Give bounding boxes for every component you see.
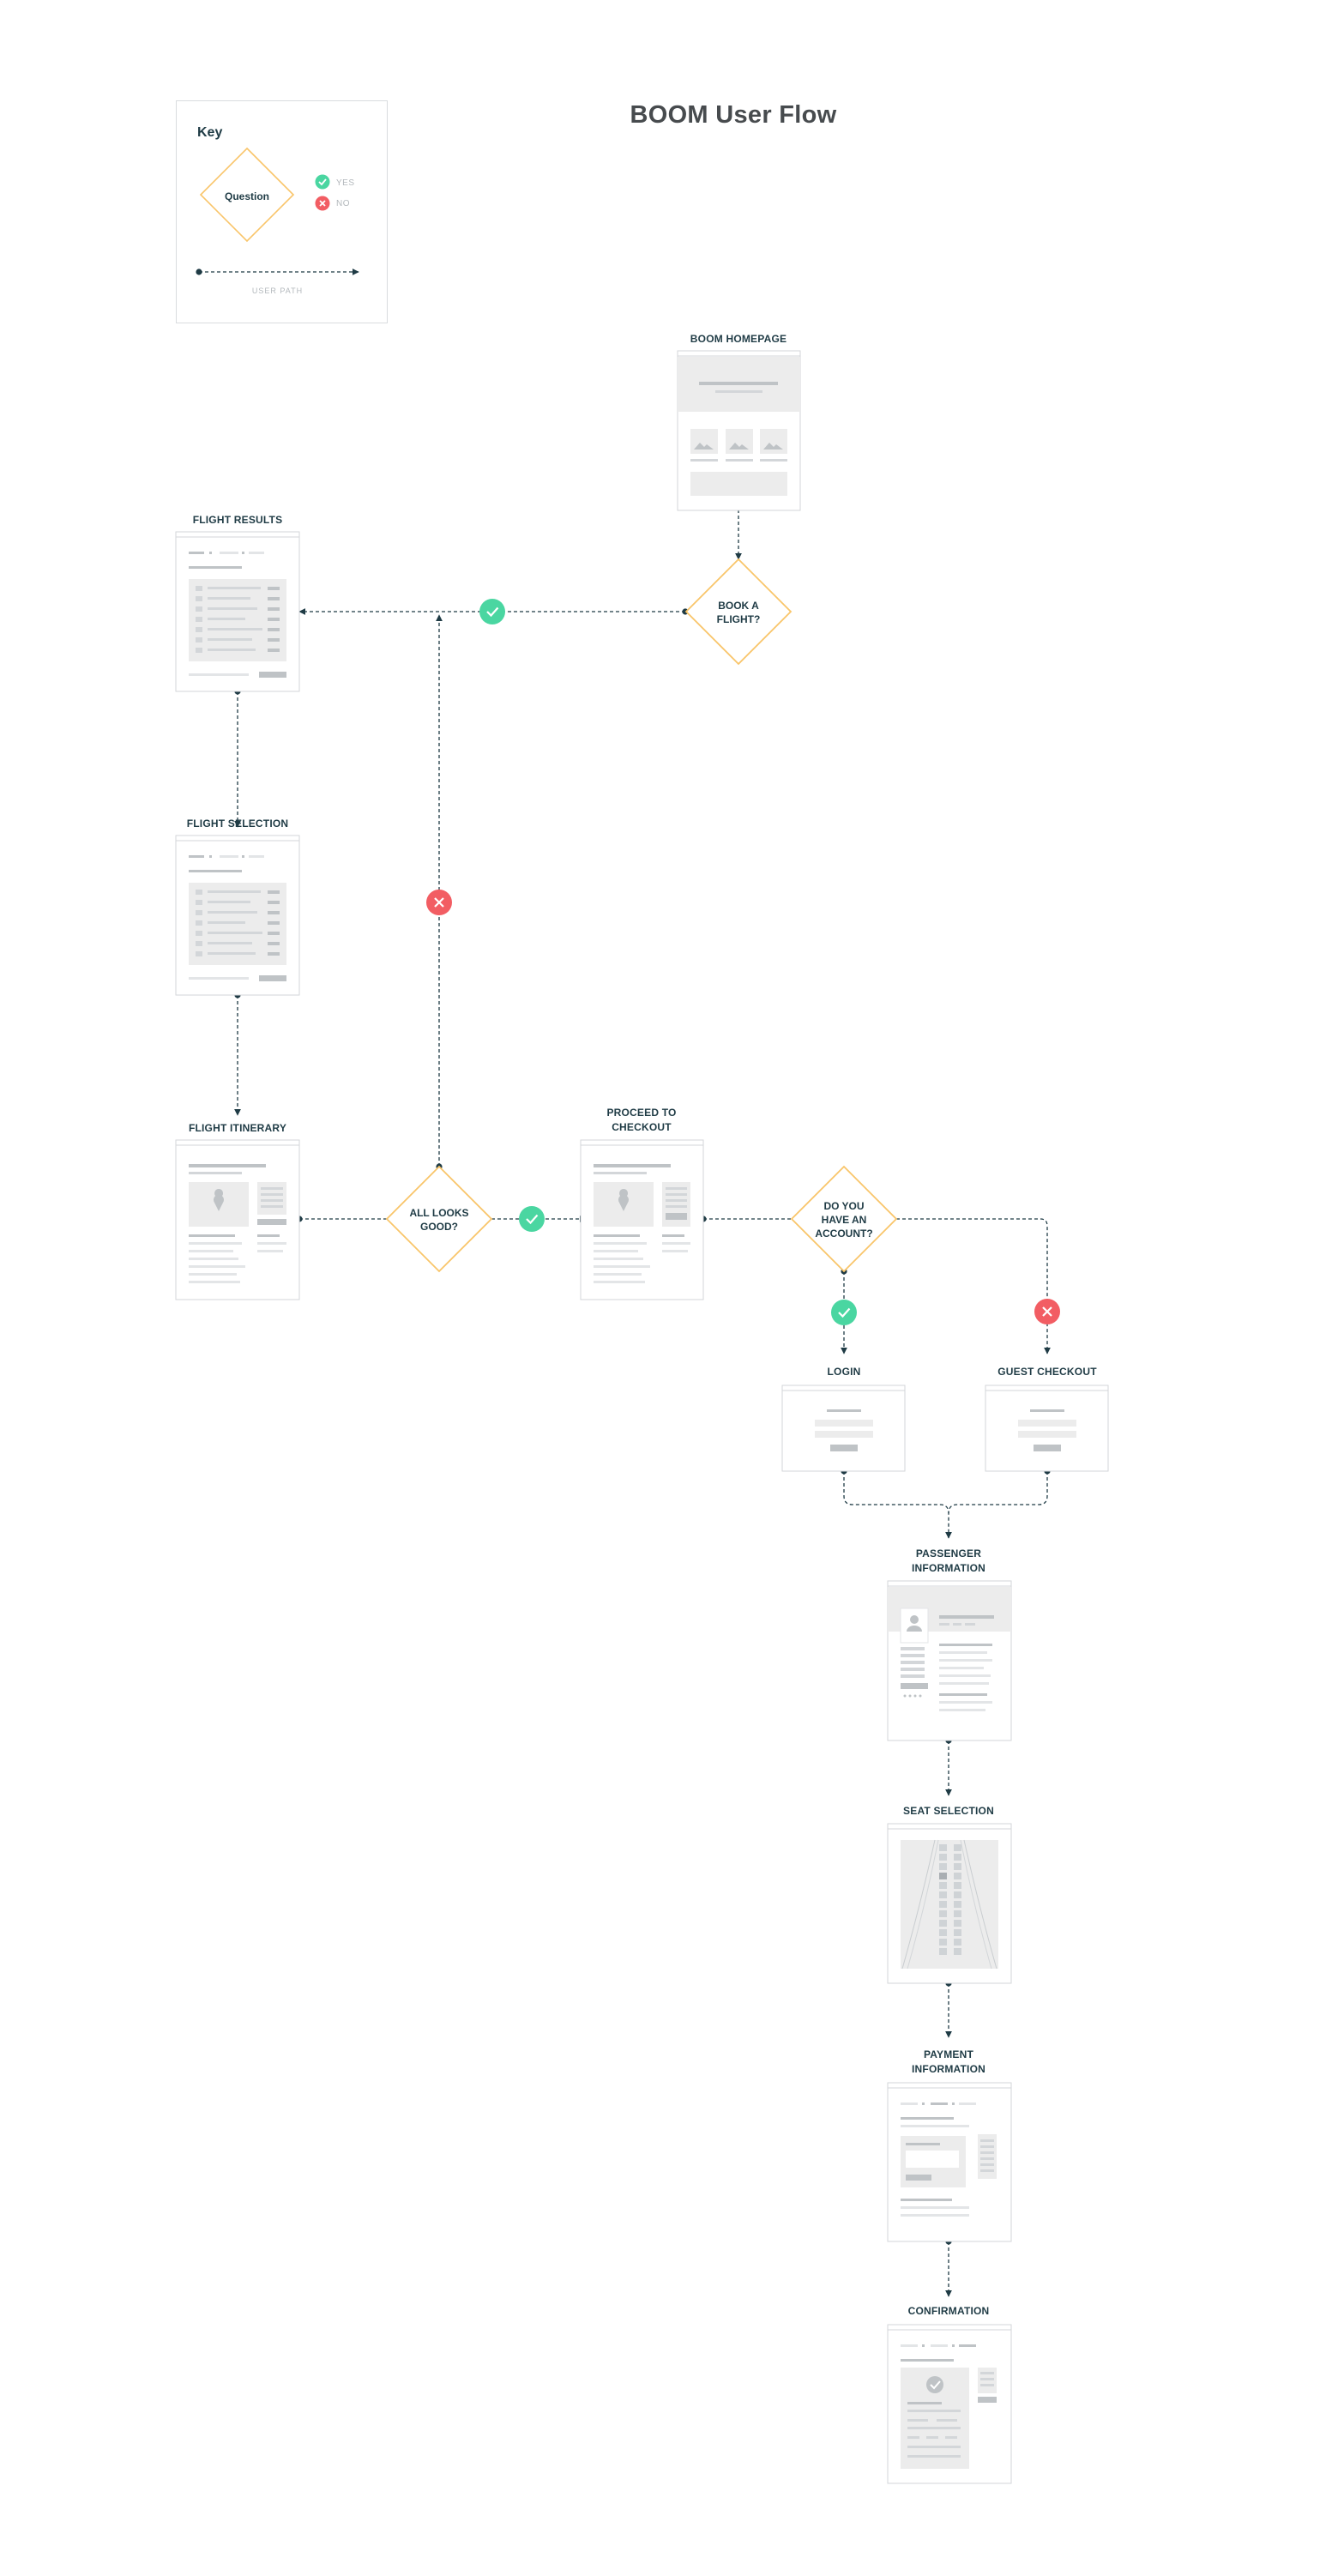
check-icon [318, 178, 327, 186]
connector-account-to-guest [896, 1218, 1051, 1354]
yes-badge-all-looks-good [519, 1206, 545, 1232]
label-homepage: BOOM HOMEPAGE [690, 333, 787, 345]
label-book-a-flight: BOOK A FLIGHT? [716, 600, 761, 625]
label-have-account: DO YOU HAVE AN ACCOUNT? [815, 1200, 873, 1240]
label-guest-checkout: GUEST CHECKOUT [997, 1366, 1097, 1378]
wireframe-login [781, 1385, 906, 1472]
label-proceed-to-checkout: PROCEED TO CHECKOUT [606, 1107, 677, 1133]
key-no-badge [315, 196, 330, 211]
image-icon [694, 443, 783, 449]
decision-have-account [790, 1165, 898, 1273]
label-seat-selection: SEAT SELECTION [903, 1805, 994, 1817]
key-no-label: NO [336, 199, 350, 208]
map-pin-icon [618, 1189, 629, 1211]
x-icon [319, 200, 326, 207]
label-flight-selection: FLIGHT SELECTION [186, 817, 289, 830]
check-circle-icon [926, 2376, 943, 2393]
yes-badge-book [479, 599, 505, 624]
page-title: BOOM User Flow [630, 101, 837, 129]
map-pin-icon [214, 1189, 224, 1211]
no-badge-account [1034, 1299, 1060, 1324]
check-icon [526, 1214, 539, 1225]
check-icon [838, 1307, 851, 1318]
label-payment-information: PAYMENT INFORMATION [912, 2048, 985, 2075]
key-question-diamond [199, 147, 295, 243]
key-question-label: Question [224, 190, 269, 202]
wireframe-passenger-information [887, 1580, 1012, 1741]
label-confirmation: CONFIRMATION [907, 2305, 990, 2317]
key-title: Key [197, 125, 223, 140]
wireframe-flight-selection [175, 835, 300, 996]
x-icon [434, 897, 444, 908]
wireframe-flight-itinerary [175, 1139, 300, 1300]
connector-guest-to-passenger [948, 1471, 1048, 1514]
decision-book-a-flight [684, 558, 793, 666]
wireframe-payment-information [887, 2082, 1012, 2242]
decision-all-looks-good [385, 1165, 493, 1273]
wireframe-flight-results [175, 531, 300, 692]
key-panel: Key Question YES NO USER PATH [176, 100, 388, 323]
wireframe-guest-checkout [985, 1385, 1109, 1472]
check-icon [486, 606, 499, 618]
wireframe-proceed-to-checkout [580, 1139, 704, 1300]
label-login: LOGIN [827, 1366, 861, 1378]
label-flight-results: FLIGHT RESULTS [192, 514, 283, 526]
key-legend [196, 147, 359, 275]
label-flight-itinerary: FLIGHT ITINERARY [188, 1122, 287, 1134]
wireframe-confirmation [887, 2324, 1012, 2484]
yes-badge-account [831, 1300, 857, 1325]
seat-map [939, 1844, 961, 1955]
label-passenger-information: PASSENGER INFORMATION [912, 1547, 985, 1574]
key-yes-badge [315, 174, 330, 190]
user-icon [907, 1615, 922, 1632]
no-badge-all-looks-good [426, 890, 452, 915]
wireframe-seat-selection [887, 1823, 1012, 1984]
key-yes-label: YES [336, 178, 355, 188]
wireframe-homepage [677, 350, 801, 511]
x-icon [1042, 1306, 1052, 1317]
key-path-label: USER PATH [251, 287, 304, 295]
key-user-path [196, 268, 359, 275]
label-all-looks-good: ALL LOOKS GOOD? [409, 1207, 469, 1233]
